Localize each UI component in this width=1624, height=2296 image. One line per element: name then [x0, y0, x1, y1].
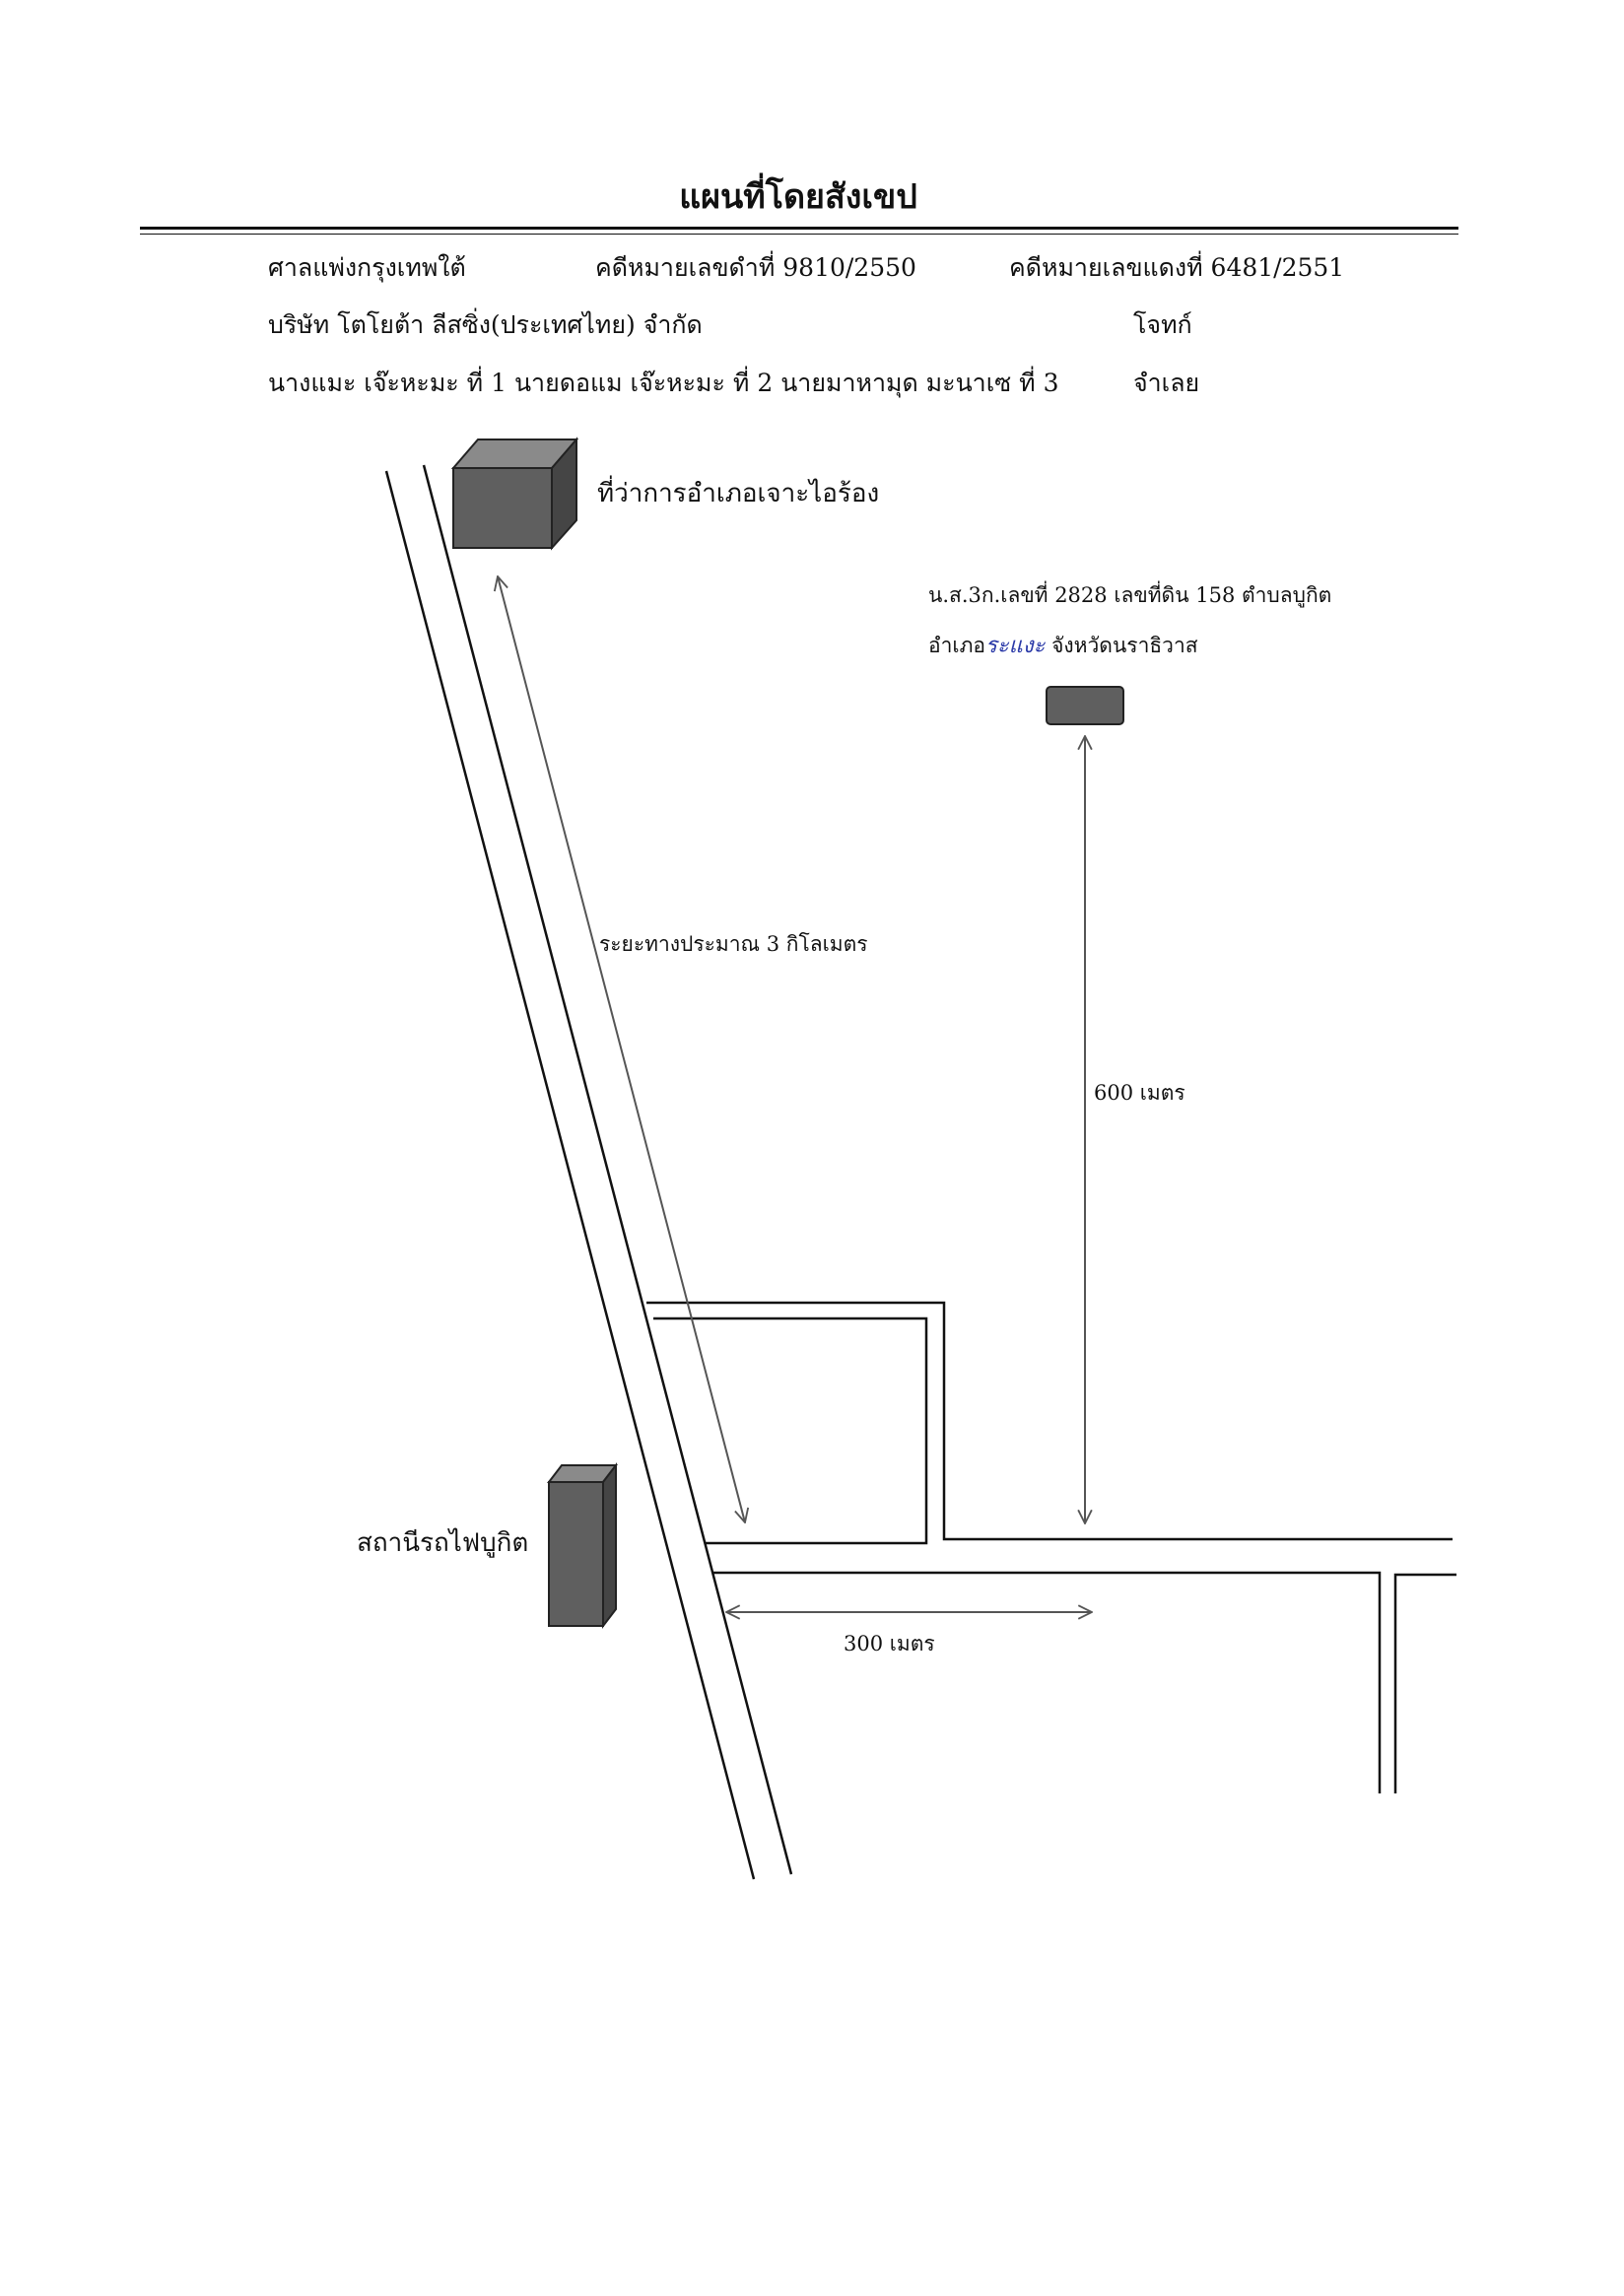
district-office-label: ที่ว่าการอำเภอเจาะไอร้อง — [597, 479, 880, 508]
handwritten-district-name: ระแงะ — [985, 634, 1046, 658]
main-road — [384, 464, 793, 1880]
parcel-province: จังหวัดนราธิวาส — [1051, 634, 1198, 657]
lower-side-road — [712, 1571, 1456, 1793]
defendants-names: นางแมะ เจ๊ะหะมะ ที่ 1 นายดอแม เจ๊ะหะมะ ท… — [268, 369, 1059, 397]
plaintiff-name: บริษัท โตโยต้า ลีสซิ่ง(ประเทศไทย) จำกัด — [268, 310, 703, 339]
distance-3km-arrow — [498, 576, 745, 1522]
upper-side-road — [646, 1301, 1453, 1545]
parcel-district-prefix: อำเภอ — [928, 634, 986, 657]
defendants-role: จำเลย — [1133, 369, 1200, 397]
parcel-location-line: อำเภอระแงะ จังหวัดนราธิวาส — [928, 628, 1198, 662]
court-name: ศาลแพ่งกรุงเทพใต้ — [268, 253, 466, 282]
distance-3km-label: ระยะทางประมาณ 3 กิโลเมตร — [599, 932, 868, 956]
railway-station-label: สถานีรถไฟบูกิต — [357, 1528, 529, 1558]
district-office-building — [450, 437, 579, 551]
black-case-number: คดีหมายเลขดำที่ 9810/2550 — [595, 253, 916, 282]
distance-600m-label: 600 เมตร — [1094, 1081, 1185, 1105]
distance-300m-label: 300 เมตร — [844, 1632, 935, 1655]
title-rule-thin — [140, 234, 1458, 235]
map-title: แผนที่โดยสังเขป — [679, 177, 917, 217]
title-rule-thick — [140, 227, 1458, 230]
railway-station-building — [546, 1462, 619, 1629]
plaintiff-role: โจทก์ — [1133, 310, 1192, 339]
land-parcel-marker — [1046, 686, 1124, 725]
parcel-deed-line: น.ส.3ก.เลขที่ 2828 เลขที่ดิน 158 ตำบลบูก… — [928, 583, 1332, 607]
red-case-number: คดีหมายเลขแดงที่ 6481/2551 — [1009, 253, 1345, 282]
